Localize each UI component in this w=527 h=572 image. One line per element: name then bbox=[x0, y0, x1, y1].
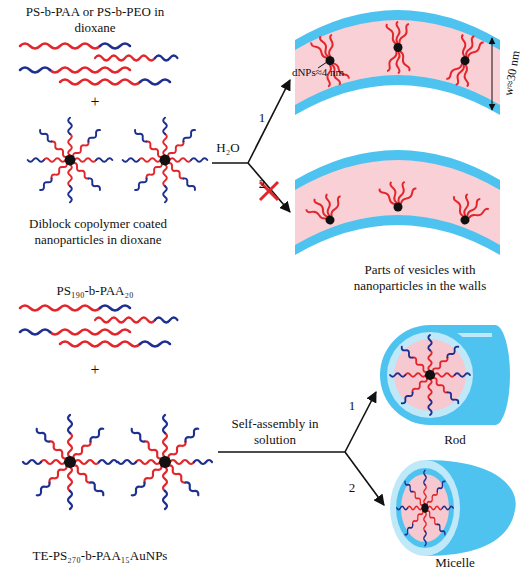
label-text: PS₁₉₀-b-PAA₂₀ bbox=[20, 283, 170, 299]
label-text: Parts of vesicles with nanoparticles in … bbox=[338, 262, 503, 293]
label-text: + bbox=[80, 92, 110, 111]
label-text: Diblock copolymer coated nanoparticles i… bbox=[1, 216, 196, 247]
coated-nanoparticles bbox=[23, 415, 212, 509]
label-text: + bbox=[80, 360, 110, 379]
label-text: H₂O bbox=[208, 140, 248, 156]
micelle-corona bbox=[390, 460, 460, 556]
vesicle-wall bbox=[295, 150, 500, 255]
label-text: PS-b-PAA or PS-b-PEO in dioxane bbox=[13, 4, 178, 35]
coated-nanoparticles bbox=[28, 118, 208, 203]
label-text: Micelle bbox=[415, 555, 495, 571]
corona-layer bbox=[295, 150, 500, 255]
arrow-line bbox=[212, 162, 248, 164]
core-layer bbox=[295, 20, 500, 105]
rod-corona bbox=[387, 332, 473, 418]
free-chains bbox=[20, 44, 178, 85]
micelle-shell bbox=[396, 468, 454, 548]
micelle-structure bbox=[390, 460, 516, 556]
core-layer bbox=[295, 160, 500, 245]
label-text: 1 bbox=[252, 110, 272, 126]
width-dimension bbox=[492, 38, 493, 110]
arrow-line bbox=[218, 451, 345, 453]
arrow-line bbox=[345, 452, 384, 505]
label-text: w≈30 nm bbox=[498, 33, 526, 114]
arrow-line bbox=[248, 80, 290, 163]
label-text: 2 bbox=[252, 176, 272, 192]
arrow-line bbox=[248, 163, 290, 212]
label-text: Rod bbox=[425, 432, 485, 448]
label-text: TE-PS₂₇₀-b-PAA₁₅AuNPs bbox=[0, 548, 200, 564]
reaction-arrows bbox=[218, 392, 384, 505]
rod-structure bbox=[380, 325, 510, 425]
corona-layer bbox=[295, 10, 500, 115]
label-text: 1 bbox=[342, 398, 362, 414]
rod-shell bbox=[380, 325, 480, 425]
free-chains bbox=[20, 306, 178, 347]
label-text: Self-assembly in solution bbox=[228, 416, 323, 447]
vesicle-wall bbox=[295, 10, 500, 115]
label-text: 2 bbox=[342, 480, 362, 496]
label-text: dNPs≈4 nm bbox=[283, 66, 353, 79]
